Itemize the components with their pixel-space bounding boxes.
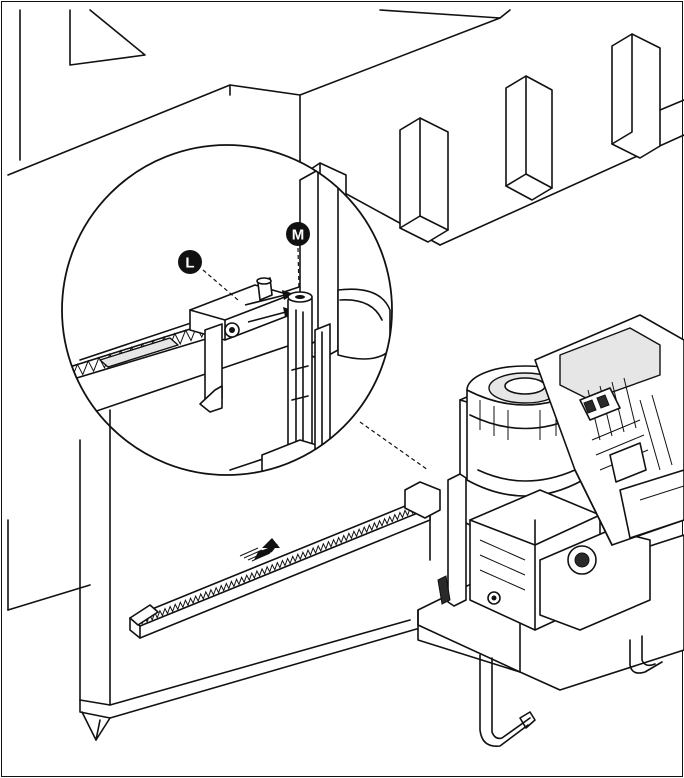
drive-shaft	[447, 473, 467, 607]
anchor-hook-left	[479, 654, 529, 747]
callout-M-circle	[286, 222, 310, 246]
anchor-hook-right	[629, 639, 663, 674]
detail-leader-line	[359, 421, 429, 471]
callout-M-label: M	[292, 227, 305, 244]
callout-M-leader	[297, 247, 300, 291]
callout-L: L	[178, 250, 202, 274]
fence-post-2	[505, 75, 553, 201]
callout-L-leader	[202, 269, 239, 301]
callout-L-label: L	[185, 255, 194, 272]
magnified-detail	[61, 144, 393, 476]
gate-operator-unit	[417, 314, 684, 747]
callout-M: M	[286, 222, 310, 246]
callout-L-circle	[178, 250, 202, 274]
spring-bolt	[437, 575, 451, 605]
direction-arrow	[239, 538, 280, 562]
fence-post-3	[611, 33, 661, 159]
gear-rack	[129, 481, 441, 639]
magnifier-circle	[61, 144, 393, 476]
limit-shaft-M	[287, 293, 313, 465]
fence-post-1	[399, 117, 449, 243]
